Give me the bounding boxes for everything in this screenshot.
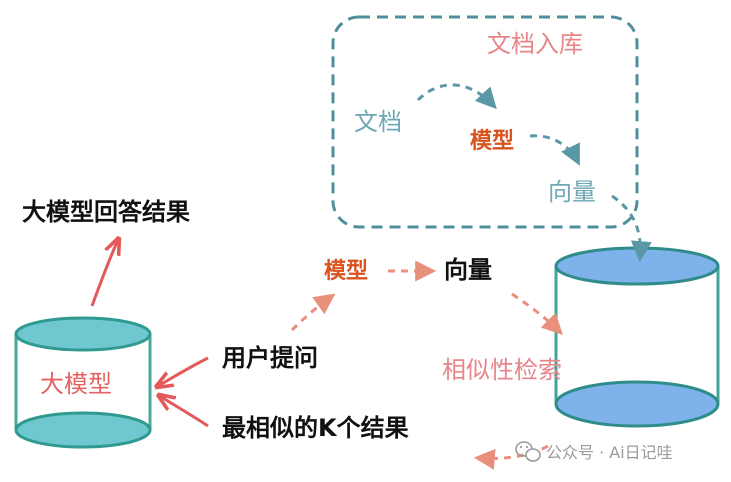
watermark: 公众号 · Ai日记哇 (515, 441, 673, 462)
vector-db-cylinder (554, 246, 720, 428)
arrow-db-to-topk (473, 444, 549, 470)
wechat-icon (515, 441, 541, 462)
user-question-label: 用户提问 (222, 344, 318, 372)
arrow-question-to-llm (158, 356, 209, 386)
model-top-label: 模型 (470, 129, 514, 154)
arrow-llm-to-answer (90, 240, 118, 307)
vector-mid-label: 向量 (444, 256, 492, 284)
arrow-question-to-model (290, 293, 336, 332)
model-mid-label: 模型 (324, 259, 368, 284)
arrow-doc-to-model (416, 83, 497, 110)
top-k-label: 最相似的K个结果 (222, 414, 409, 442)
doc-label: 文档 (354, 108, 402, 136)
arrow-vector-to-db (611, 194, 652, 263)
arrow-vector-to-search (511, 292, 563, 335)
arrow-topk-to-llm (160, 396, 209, 428)
arrow-model-to-vector (529, 134, 580, 166)
similarity-search-label: 相似性检索 (442, 356, 562, 384)
vector-top-label: 向量 (548, 178, 596, 206)
llm-cylinder (14, 316, 152, 449)
llm-db-label: 大模型 (40, 370, 112, 398)
doc-ingest-title: 文档入库 (487, 30, 583, 58)
llm-answer-label: 大模型回答结果 (22, 198, 190, 226)
watermark-text: 公众号 · Ai日记哇 (546, 443, 673, 462)
doc-ingest-box (331, 15, 639, 229)
